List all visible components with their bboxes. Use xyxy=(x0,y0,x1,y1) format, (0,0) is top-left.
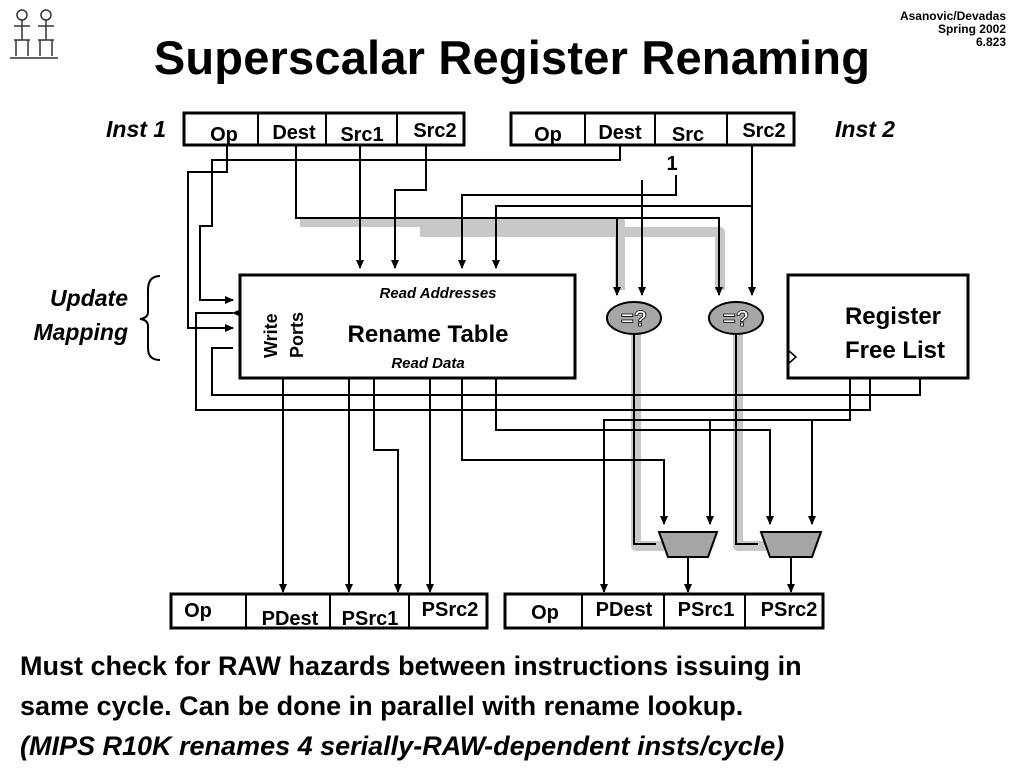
inst2-field-src1-suffix: 1 xyxy=(666,153,677,175)
out1-field-psrc1: PSrc1 xyxy=(342,608,399,630)
write-ports-label-2: Ports xyxy=(287,312,307,358)
out2-field-pdest: PDest xyxy=(596,599,653,621)
rename-table: Read Addresses Rename Table Read Data Wr… xyxy=(238,273,577,380)
rename-diagram: Op Dest Src1 Src2 Inst 1 Op Dest Src 1 S… xyxy=(33,111,970,630)
out2-field-op: Op xyxy=(531,602,559,624)
inst2-input-register: Op Dest Src 1 Src2 xyxy=(509,111,796,175)
out2-field-psrc2: PSrc2 xyxy=(761,599,818,621)
update-mapping-label-1: Update xyxy=(50,285,128,311)
caption-line-1: Must check for RAW hazards between instr… xyxy=(20,651,802,681)
rename-table-read-addresses: Read Addresses xyxy=(380,285,497,302)
credit-term: Spring 2002 xyxy=(937,22,1006,36)
logo-icon xyxy=(10,9,58,59)
update-mapping-brace xyxy=(139,275,161,361)
out2-field-psrc1: PSrc1 xyxy=(678,599,735,621)
slide-caption: Must check for RAW hazards between instr… xyxy=(20,646,1020,766)
out1-field-pdest: PDest xyxy=(262,608,319,630)
comparator-1: =? xyxy=(606,301,662,335)
wires xyxy=(187,145,921,593)
inst2-field-op: Op xyxy=(534,124,562,146)
inst1-output-register: Op PDest PSrc1 PSrc2 xyxy=(169,592,489,630)
free-list-label-2: Free List xyxy=(845,337,945,364)
inst2-field-src2: Src2 xyxy=(742,120,785,142)
bypass-shadow xyxy=(300,217,766,551)
inst1-field-src1: Src1 xyxy=(340,124,383,146)
comparator-2-label: =? xyxy=(723,306,749,331)
rename-table-read-data: Read Data xyxy=(391,355,464,372)
inst2-field-src1: Src xyxy=(672,124,704,146)
update-mapping-label-2: Mapping xyxy=(33,319,128,345)
inst1-input-register: Op Dest Src1 Src2 xyxy=(182,111,466,147)
rename-table-title: Rename Table xyxy=(348,321,509,348)
inst1-field-src2: Src2 xyxy=(413,120,456,142)
slide-title: Superscalar Register Renaming xyxy=(153,31,871,84)
inst2-label: Inst 2 xyxy=(835,116,895,142)
inst2-output-register: Op PDest PSrc1 PSrc2 xyxy=(503,592,825,630)
write-ports-label-1: Write xyxy=(261,313,281,358)
inst1-field-dest: Dest xyxy=(272,122,316,144)
out1-field-psrc2: PSrc2 xyxy=(422,599,479,621)
free-list-label-1: Register xyxy=(845,303,941,330)
mux-psrc1 xyxy=(657,531,719,558)
credit-authors: Asanovic/Devadas xyxy=(899,9,1006,23)
mux-psrc2 xyxy=(759,531,823,558)
credit-course: 6.823 xyxy=(975,35,1006,49)
caption-line-2: same cycle. Can be done in parallel with… xyxy=(20,691,744,721)
inst1-field-op: Op xyxy=(210,124,238,146)
course-credit: Asanovic/Devadas Spring 2002 6.823 xyxy=(900,10,1006,49)
inst2-field-dest: Dest xyxy=(598,122,642,144)
out1-field-op: Op xyxy=(184,600,212,622)
comparator-1-label: =? xyxy=(621,306,647,331)
inst1-label: Inst 1 xyxy=(106,116,166,142)
register-free-list: Register Free List xyxy=(786,273,970,380)
comparator-2: =? xyxy=(708,301,764,335)
caption-line-3: (MIPS R10K renames 4 serially-RAW-depend… xyxy=(20,731,785,761)
